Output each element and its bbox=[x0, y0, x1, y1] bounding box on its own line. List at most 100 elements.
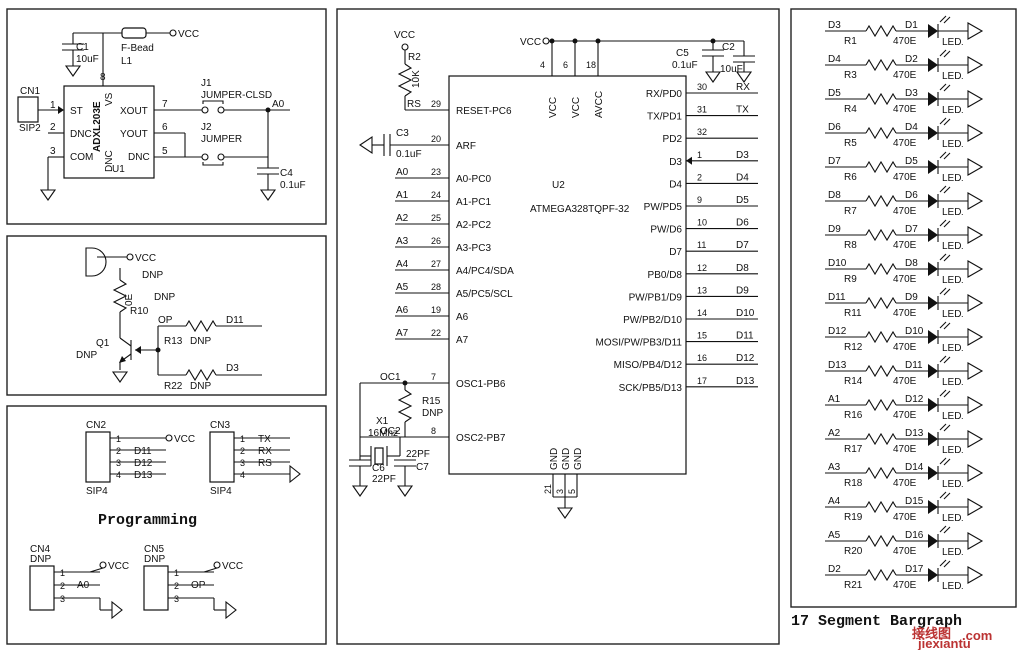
ground-icon bbox=[225, 600, 237, 620]
net-label: A6 bbox=[396, 305, 409, 316]
led-label: LED bbox=[942, 343, 961, 354]
vcc-label: VCC bbox=[394, 30, 415, 41]
resistor-value: 470E bbox=[893, 342, 917, 353]
ground-icon bbox=[64, 65, 82, 77]
net-label: RX bbox=[258, 446, 272, 457]
pin-name: PW/PD5 bbox=[644, 202, 683, 213]
led-diode-icon bbox=[928, 534, 938, 548]
cn2-type-label: SIP4 bbox=[86, 486, 108, 497]
c3-value: 0.1uF bbox=[396, 149, 422, 160]
led-ref-label: D12 bbox=[905, 394, 924, 405]
net-label: D10 bbox=[828, 258, 847, 269]
j2-value: JUMPER bbox=[201, 134, 242, 145]
resistor-label: R11 bbox=[844, 308, 862, 319]
driver-section: VCC DNP 0E DNP R10 Q1 DNP OP D11 R13 DNP… bbox=[76, 247, 262, 392]
led-label: LED bbox=[942, 445, 961, 456]
net-label: D9 bbox=[736, 285, 749, 296]
pin-number: 29 bbox=[431, 99, 441, 109]
resistor-label: R5 bbox=[844, 138, 857, 149]
net-label: D13 bbox=[828, 360, 847, 371]
led-diode-icon bbox=[928, 58, 938, 72]
led-label-dots: . bbox=[961, 581, 964, 591]
dnp-label: DNP bbox=[190, 336, 211, 347]
resistor bbox=[865, 296, 897, 310]
watermark-url: jiexiantu bbox=[917, 636, 971, 650]
u2-label: U2 bbox=[552, 180, 565, 191]
led-label-dots: . bbox=[961, 513, 964, 523]
pin-number: 4 bbox=[116, 470, 121, 480]
bargraph-title: 17 Segment Bargraph bbox=[791, 613, 962, 630]
resistor-value: 470E bbox=[893, 104, 917, 115]
pin-arrow-icon bbox=[686, 156, 692, 165]
net-label: A5 bbox=[396, 282, 409, 293]
led-ref-label: D2 bbox=[905, 54, 918, 65]
resistor-label: R8 bbox=[844, 240, 857, 251]
pin-name: TX/PD1 bbox=[647, 112, 682, 123]
led-diode-icon bbox=[928, 24, 938, 38]
vcc-terminal-icon bbox=[99, 561, 107, 569]
led-label-dots: . bbox=[961, 309, 964, 319]
led-label-dots: . bbox=[961, 139, 964, 149]
pin-number: 24 bbox=[431, 190, 441, 200]
ground-icon bbox=[556, 507, 574, 519]
led-diode-icon bbox=[928, 330, 938, 344]
pin-number: 22 bbox=[431, 328, 441, 338]
led-diode-icon bbox=[928, 568, 938, 582]
led-label-dots: . bbox=[961, 71, 964, 81]
pin-name: MOSI/PW/PB3/D11 bbox=[595, 338, 682, 349]
net-label: D13 bbox=[134, 470, 153, 481]
net-label: D7 bbox=[828, 156, 841, 167]
pin-number: 12 bbox=[697, 263, 707, 273]
led-ref-label: D9 bbox=[905, 292, 918, 303]
dnp-label: DNP bbox=[154, 292, 175, 303]
net-label: D11 bbox=[828, 292, 846, 303]
pin-number: 1 bbox=[50, 100, 56, 111]
c1-value: 10uF bbox=[76, 54, 99, 65]
net-label: A1 bbox=[828, 394, 841, 405]
net-label: A2 bbox=[828, 428, 841, 439]
panel-transistor-driver bbox=[6, 235, 327, 396]
led-ref-label: D4 bbox=[905, 122, 918, 133]
l1-label: L1 bbox=[121, 56, 133, 67]
pin-name: RESET-PC6 bbox=[456, 106, 512, 117]
led-ref-label: D7 bbox=[905, 224, 918, 235]
net-label: D2 bbox=[828, 564, 841, 575]
pin-number: 3 bbox=[555, 489, 565, 494]
pin-name: PW/PB1/D9 bbox=[629, 292, 683, 303]
pin-number: 7 bbox=[431, 372, 436, 382]
j1-label: J1 bbox=[201, 78, 212, 89]
net-label: OP bbox=[191, 580, 206, 591]
pin-number: 3 bbox=[174, 594, 179, 604]
ground-icon bbox=[967, 362, 984, 380]
u1-pin-dnc: DNC bbox=[128, 152, 150, 163]
ground-icon bbox=[351, 485, 369, 497]
led-ref-label: D17 bbox=[905, 564, 924, 575]
resistor bbox=[865, 364, 897, 378]
dnp-label: DNP bbox=[76, 350, 97, 361]
r22-label: R22 bbox=[164, 381, 183, 392]
pin-number: 16 bbox=[697, 353, 707, 363]
pin-number: 8 bbox=[431, 426, 436, 436]
resistor-value: 470E bbox=[893, 36, 917, 47]
cn3-type-label: SIP4 bbox=[210, 486, 232, 497]
net-label: D6 bbox=[736, 218, 749, 229]
net-label: D13 bbox=[736, 376, 755, 387]
c6-label: C6 bbox=[372, 463, 385, 474]
ground-icon bbox=[111, 371, 129, 383]
vcc-terminal-icon bbox=[401, 43, 409, 51]
pin-number: 14 bbox=[697, 308, 707, 318]
ground-icon bbox=[967, 226, 984, 244]
vcc-label: VCC bbox=[108, 561, 129, 572]
c4-value: 0.1uF bbox=[280, 180, 306, 191]
u2-part-label: ATMEGA328TQPF-32 bbox=[530, 204, 630, 215]
cn4-connector bbox=[29, 565, 55, 611]
cn1-label: CN1 bbox=[20, 86, 40, 97]
resistor-value: 470E bbox=[893, 172, 917, 183]
net-label: D4 bbox=[828, 54, 841, 65]
pin-number: 6 bbox=[563, 60, 568, 70]
